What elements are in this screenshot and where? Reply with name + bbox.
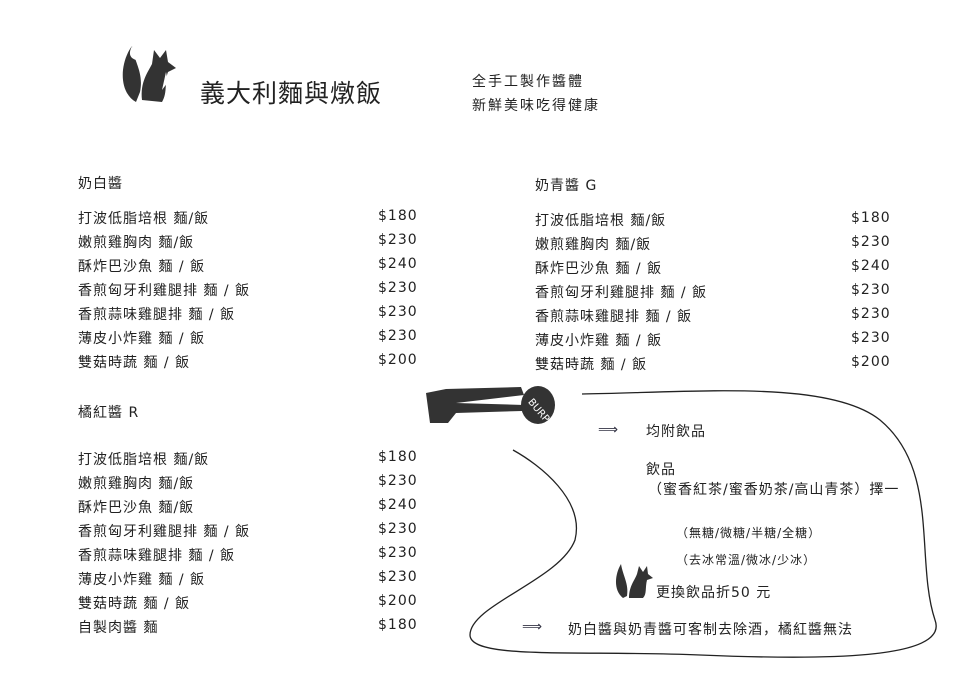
menu-item-price: $180: [378, 449, 418, 465]
sugar-options: （無糖/微糖/半糖/全糖）: [676, 526, 822, 540]
menu-item-price: $240: [378, 256, 418, 272]
menu-item-price: $230: [378, 232, 418, 248]
slogan-line: 新鮮美味吃得健康: [472, 98, 600, 114]
menu-item-price: $180: [851, 210, 891, 226]
menu-item-name: 自製肉醬 麵: [78, 620, 159, 636]
slogan: 全手工製作醬體 新鮮美味吃得健康: [472, 70, 600, 118]
section-heading: 奶白醬: [78, 176, 123, 192]
drink-choices: （蜜香紅茶/蜜香奶茶/高山青茶）擇一: [648, 482, 900, 498]
menu-item-price: $230: [378, 328, 418, 344]
menu-item-name: 香煎匈牙利雞腿排 麵 / 飯: [78, 283, 251, 299]
section-heading: 奶青醬 G: [535, 178, 598, 194]
menu-item-name: 打波低脂培根 麵/飯: [78, 452, 210, 468]
menu-item-name: 酥炸巴沙魚 麵 / 飯: [78, 259, 206, 275]
menu-item-name: 香煎蒜味雞腿排 麵 / 飯: [535, 309, 693, 325]
ice-options: （去冰常溫/微冰/少冰）: [676, 553, 817, 567]
menu-item-price: $230: [378, 473, 418, 489]
menu-item-price: $200: [851, 354, 891, 370]
menu-item-price: $230: [851, 306, 891, 322]
menu-item-name: 嫩煎雞胸肉 麵/飯: [535, 237, 652, 253]
menu-item-price: $230: [851, 330, 891, 346]
menu-item-price: $200: [378, 352, 418, 368]
menu-item-name: 嫩煎雞胸肉 麵/飯: [78, 476, 195, 492]
menu-item-name: 打波低脂培根 麵/飯: [78, 211, 210, 227]
menu-item-name: 雙菇時蔬 麵 / 飯: [78, 355, 191, 371]
menu-item-name: 酥炸巴沙魚 麵/飯: [78, 500, 195, 516]
menu-item-price: $230: [378, 280, 418, 296]
drinks-label: 飲品: [646, 462, 676, 478]
menu-item-name: 雙菇時蔬 麵 / 飯: [78, 596, 191, 612]
drinks-included: 均附飲品: [646, 424, 706, 440]
menu-item-price: $230: [378, 545, 418, 561]
sauce-note: 奶白醬與奶青醬可客制去除酒，橘紅醬無法: [568, 622, 853, 638]
arrow-icon: ⟹: [598, 422, 619, 438]
menu-item-name: 薄皮小炸雞 麵 / 飯: [78, 572, 206, 588]
menu-item-price: $200: [378, 593, 418, 609]
menu-item-price: $240: [851, 258, 891, 274]
section-heading: 橘紅醬 R: [78, 405, 140, 421]
fox-small-icon: [616, 564, 653, 598]
menu-item-price: $230: [378, 304, 418, 320]
menu-item-name: 酥炸巴沙魚 麵 / 飯: [535, 261, 663, 277]
menu-item-name: 打波低脂培根 麵/飯: [535, 213, 667, 229]
menu-item-name: 嫩煎雞胸肉 麵/飯: [78, 235, 195, 251]
menu-item-price: $240: [378, 497, 418, 513]
arrow-icon: ⟹: [522, 619, 543, 635]
menu-item-name: 香煎蒜味雞腿排 麵 / 飯: [78, 307, 236, 323]
menu-item-name: 薄皮小炸雞 麵 / 飯: [535, 333, 663, 349]
menu-item-price: $230: [851, 282, 891, 298]
menu-item-name: 香煎匈牙利雞腿排 麵 / 飯: [535, 285, 708, 301]
crocodile-icon: BURP: [426, 386, 555, 425]
fox-logo-icon: [122, 46, 176, 102]
swap-discount: 更換飲品折50 元: [656, 585, 772, 601]
menu-item-price: $230: [378, 521, 418, 537]
menu-item-name: 香煎匈牙利雞腿排 麵 / 飯: [78, 524, 251, 540]
menu-title: 義大利麵與燉飯: [200, 79, 383, 108]
menu-item-price: $230: [378, 569, 418, 585]
menu-item-price: $180: [378, 617, 418, 633]
menu-item-name: 香煎蒜味雞腿排 麵 / 飯: [78, 548, 236, 564]
menu-item-price: $180: [378, 208, 418, 224]
menu-item-name: 薄皮小炸雞 麵 / 飯: [78, 331, 206, 347]
menu-item-price: $230: [851, 234, 891, 250]
slogan-line: 全手工製作醬體: [472, 74, 584, 90]
menu-item-name: 雙菇時蔬 麵 / 飯: [535, 357, 648, 373]
